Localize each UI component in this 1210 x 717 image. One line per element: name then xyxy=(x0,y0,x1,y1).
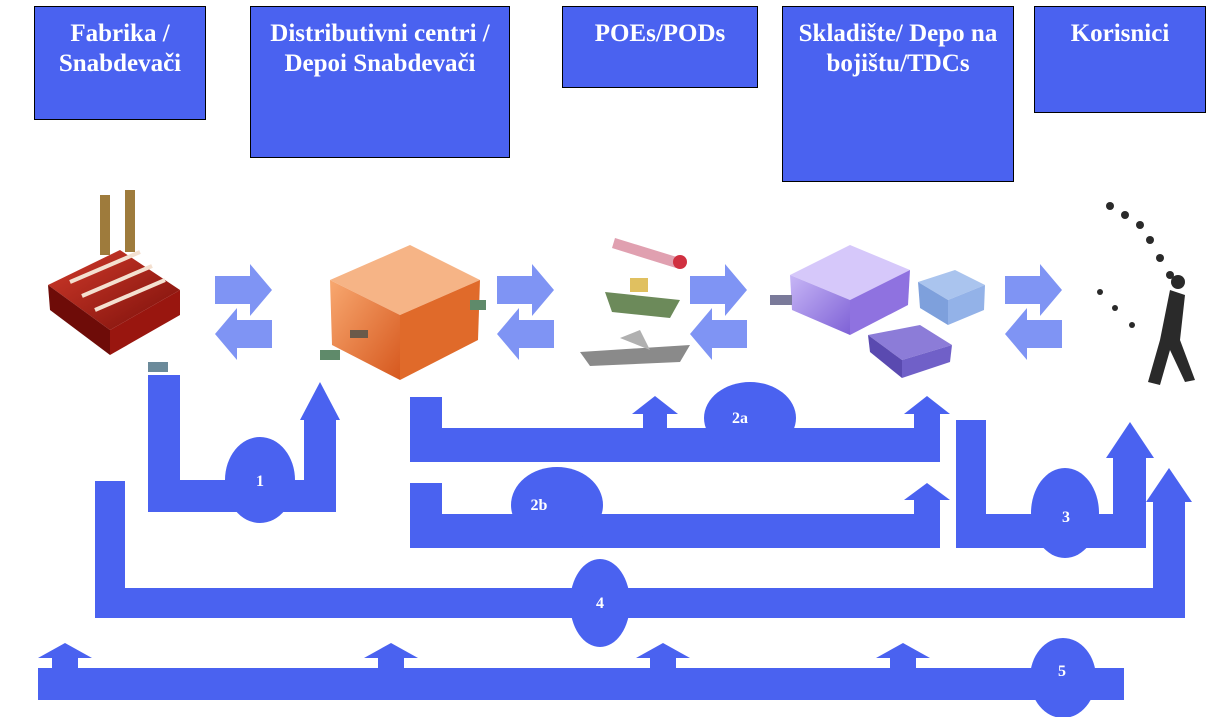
bidirectional-arrows xyxy=(215,264,1062,360)
header-distribution-centers-label: Distributivni centri / Depoi Snabdevači xyxy=(270,20,490,77)
users-icon xyxy=(1097,202,1195,385)
factory-icon xyxy=(48,190,180,372)
flow-path-2b xyxy=(410,467,950,548)
flow-path-1 xyxy=(148,375,340,523)
arrow-pair-3 xyxy=(690,264,747,360)
header-factory: Fabrika / Snabdevači xyxy=(34,6,206,120)
flow-path-5 xyxy=(38,638,1124,717)
header-users: Korisnici xyxy=(1034,6,1206,113)
header-warehouse: Skladište/ Depo na bojištu/TDCs xyxy=(782,6,1014,182)
transport-icon xyxy=(580,238,690,366)
flow-path-2a xyxy=(410,382,950,462)
header-factory-label: Fabrika / Snabdevači xyxy=(58,20,182,77)
arrow-pair-2 xyxy=(497,264,554,360)
flow-path-3 xyxy=(956,420,1154,558)
arrow-pair-1 xyxy=(215,264,272,360)
path-label-2a: 2a xyxy=(732,410,748,427)
arrow-pair-4 xyxy=(1005,264,1062,360)
header-warehouse-label: Skladište/ Depo na bojištu/TDCs xyxy=(798,20,998,77)
header-poe-pod: POEs/PODs xyxy=(562,6,758,88)
flow-path-4 xyxy=(95,468,1192,647)
path-label-4: 4 xyxy=(596,595,604,612)
header-users-label: Korisnici xyxy=(1070,20,1170,47)
header-distribution-centers: Distributivni centri / Depoi Snabdevači xyxy=(250,6,510,158)
path-label-3: 3 xyxy=(1062,509,1070,526)
header-poe-pod-label: POEs/PODs xyxy=(594,20,726,47)
path-label-2b: 2b xyxy=(531,497,548,514)
path-label-1: 1 xyxy=(256,473,264,490)
path-label-5: 5 xyxy=(1058,663,1066,680)
depot-icon xyxy=(320,245,486,380)
warehouse-icon xyxy=(770,245,985,378)
